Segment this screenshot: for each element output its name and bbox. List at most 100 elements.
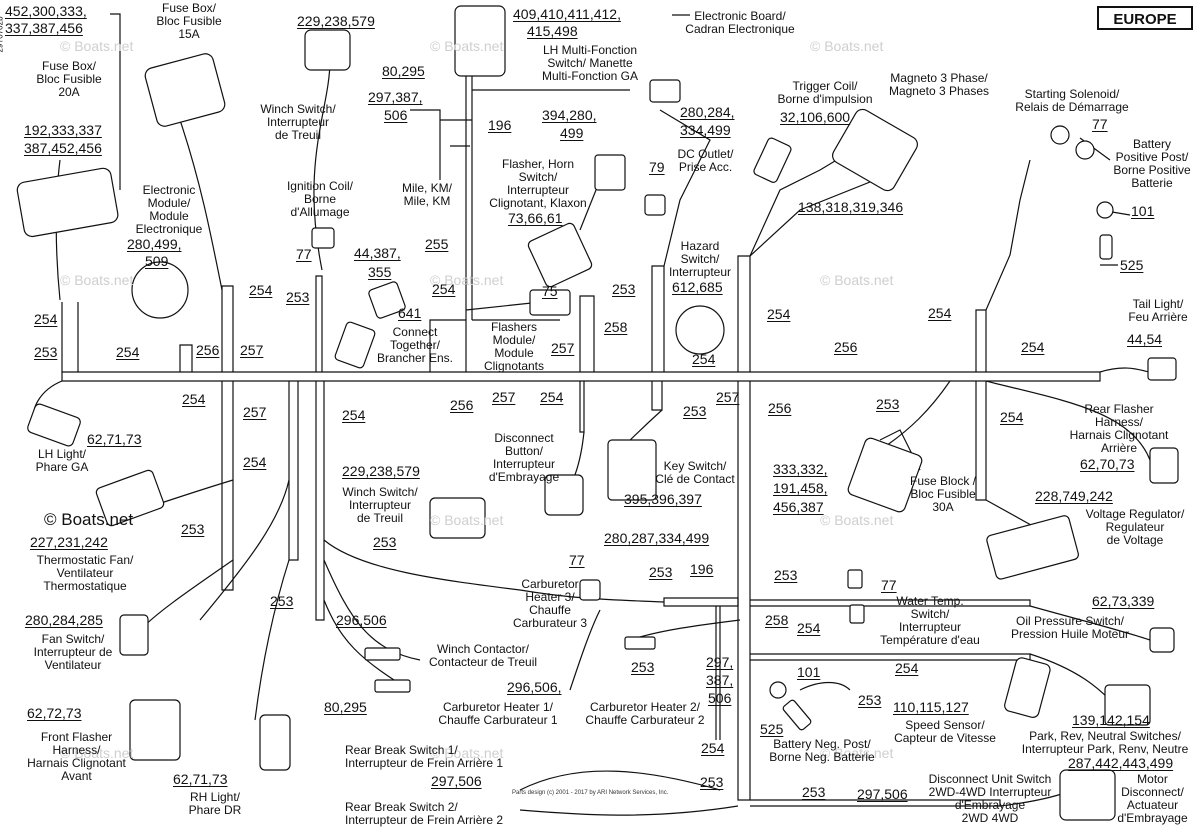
wire-tag: 253 <box>612 281 636 297</box>
part-numbers: 297, <box>706 654 734 670</box>
wire-tag: 254 <box>243 454 267 470</box>
part-numbers: 296,506, <box>507 679 562 695</box>
battery-positive-label: Battery Positive Post/ Borne Positive Ba… <box>1113 137 1191 190</box>
water-temp-label: Water Temp. Switch/ Interrupteur Tempéra… <box>880 594 980 647</box>
part-numbers: 229,238,579 <box>342 463 420 479</box>
wire-tag: 254 <box>895 660 919 676</box>
fan-switch-label: Fan Switch/ Interrupteur de Ventilateur <box>33 632 113 672</box>
part-numbers: 77 <box>881 577 897 593</box>
wire-tag: 196 <box>690 561 714 577</box>
part-numbers: 77 <box>1092 116 1108 132</box>
part-numbers: 297,506 <box>857 786 908 802</box>
part-numbers: 139,142,154 <box>1072 712 1150 728</box>
part-numbers: 255 <box>425 236 449 252</box>
part-numbers: 62,71,73 <box>87 431 142 447</box>
winch-switch-mid-label: Winch Switch/ Interrupteur de Treuil <box>342 485 418 525</box>
copyright-notice: Parts design (c) 2001 - 2017 by ARI Netw… <box>512 790 669 796</box>
wire-tag: 256 <box>450 397 474 413</box>
part-numbers: 499 <box>560 125 584 141</box>
watermark: © Boats.net <box>60 745 134 761</box>
part-numbers: 77 <box>569 552 585 568</box>
part-numbers: 287,442,443,499 <box>1068 755 1174 771</box>
part-numbers: 456,387 <box>773 499 824 515</box>
front-flasher-label: Front Flasher Harness/ Harnais Clignotan… <box>27 730 126 783</box>
part-numbers: 337,387,456 <box>5 20 83 36</box>
motor-disconnect-label: Motor Disconnect/ Actuateur d'Embrayage <box>1117 772 1188 825</box>
wire-tag: 258 <box>604 319 628 335</box>
document-id: 29T0702b <box>0 16 5 53</box>
part-numbers: 101 <box>797 664 821 680</box>
wire-tag: 254 <box>928 305 952 321</box>
watermark: © Boats.net <box>430 512 504 528</box>
part-numbers: 280,284, <box>680 104 735 120</box>
carburetor-heater-1-label: Carburetor Heater 1/ Chauffe Carburateur… <box>438 700 558 727</box>
part-numbers: 395,396,397 <box>624 491 702 507</box>
watermark: © Boats.net <box>810 38 884 54</box>
watermark: © Boats.net <box>430 38 504 54</box>
winch-switch-label: Winch Switch/ Interrupteur de Treuil <box>260 102 336 142</box>
part-numbers: 525 <box>1120 257 1144 273</box>
region-badge: EUROPE <box>1097 6 1193 30</box>
wire-tag: 254 <box>249 282 273 298</box>
wire-tag: 254 <box>1000 409 1024 425</box>
watermark: © Boats.net <box>60 272 134 288</box>
ignition-coil-label: Ignition Coil/ Borne d'Allumage <box>286 179 354 219</box>
wire-tag: 254 <box>342 407 366 423</box>
part-numbers: 394,280, <box>542 107 597 123</box>
part-numbers: 62,71,73 <box>173 771 228 787</box>
thermostatic-fan-label: Thermostatic Fan/ Ventilateur Thermostat… <box>36 553 134 593</box>
part-numbers: 44,387, <box>354 245 401 261</box>
boats-watermark-main: © Boats.net <box>44 510 134 529</box>
wire-tag: 253 <box>631 659 655 675</box>
part-numbers: 452,300,333, <box>5 3 87 19</box>
rear-brake-switch-2-label: Rear Break Switch 2/ Interrupteur de Fre… <box>345 800 504 827</box>
wire-tag: 253 <box>876 396 900 412</box>
part-numbers: 612,685 <box>672 279 723 295</box>
disconnect-unit-label: Disconnect Unit Switch 2WD-4WD Interrupt… <box>928 772 1052 825</box>
disconnect-button-label: Disconnect Button/ Interrupteur d'Embray… <box>488 431 560 484</box>
wire-tag: 257 <box>492 389 516 405</box>
wire-tag: 253 <box>270 593 294 609</box>
part-numbers: 333,332, <box>773 461 828 477</box>
part-numbers: 191,458, <box>773 480 828 496</box>
part-numbers: 409,410,411,412, <box>513 6 621 22</box>
part-numbers: 334,499 <box>680 122 731 138</box>
part-numbers: 32,106,600 <box>780 109 851 125</box>
part-numbers: 415,498 <box>527 23 578 39</box>
part-numbers: 73,66,61 <box>508 210 563 226</box>
watermark: © Boats.net <box>820 745 894 761</box>
lh-light-label: LH Light/ Phare GA <box>35 447 89 474</box>
starting-solenoid-label: Starting Solenoid/ Relais de Démarrage <box>1015 87 1129 114</box>
part-numbers: 77 <box>296 246 312 262</box>
carburetor-heater-2-label: Carburetor Heater 2/ Chauffe Carburateur… <box>585 700 705 727</box>
wire-tag: 253 <box>683 403 707 419</box>
part-numbers: 228,749,242 <box>1035 488 1113 504</box>
tail-light-label: Tail Light/ Feu Arrière <box>1128 297 1188 324</box>
fuse-block-30a-label: Fuse Block / Bloc Fusible 30A <box>909 474 977 514</box>
park-rev-neutral-label: Park, Rev, Neutral Switches/ Interrupteu… <box>1021 729 1189 756</box>
electronic-module-label: Electronic Module/ Module Electronique <box>135 183 203 236</box>
flashers-module-label: Flashers Module/ Module Clignotants <box>483 320 545 373</box>
voltage-regulator-label: Voltage Regulator/ Regulateur de Voltage <box>1085 507 1185 547</box>
part-numbers: 138,318,319,346 <box>798 199 904 215</box>
battery-negative-label: Battery Neg. Post/ Borne Neg. Batterie <box>769 737 875 764</box>
lh-multifunction-label: LH Multi-Fonction Switch/ Manette Multi-… <box>541 43 639 83</box>
wire-tag: 254 <box>692 351 716 367</box>
wire-tag: 253 <box>858 692 882 708</box>
electronic-board-label: Electronic Board/ Cadran Electronique <box>685 9 795 36</box>
flasher-horn-label: Flasher, Horn Switch/ Interrupteur Clign… <box>489 157 587 210</box>
part-numbers: 297,506 <box>431 773 482 789</box>
carburetor-heater-3-label: Carburetor Heater 3/ Chauffe Carburateur… <box>512 577 588 630</box>
wire-tag: 254 <box>34 311 58 327</box>
rear-brake-switch-1-label: Rear Break Switch 1/ Interrupteur de Fre… <box>345 743 504 770</box>
part-numbers: 641 <box>398 305 422 321</box>
part-numbers: 506 <box>708 690 732 706</box>
speed-sensor-label: Speed Sensor/ Capteur de Vitesse <box>894 718 996 745</box>
wire-tag: 254 <box>432 281 456 297</box>
mile-km-label: Mile, KM/ Mile, KM <box>401 181 452 208</box>
wire-tag: 254 <box>701 740 725 756</box>
part-numbers: 280,499, <box>127 236 182 252</box>
fuse-box-20a-label: Fuse Box/ Bloc Fusible 20A <box>36 59 102 99</box>
watermark: © Boats.net <box>820 272 894 288</box>
